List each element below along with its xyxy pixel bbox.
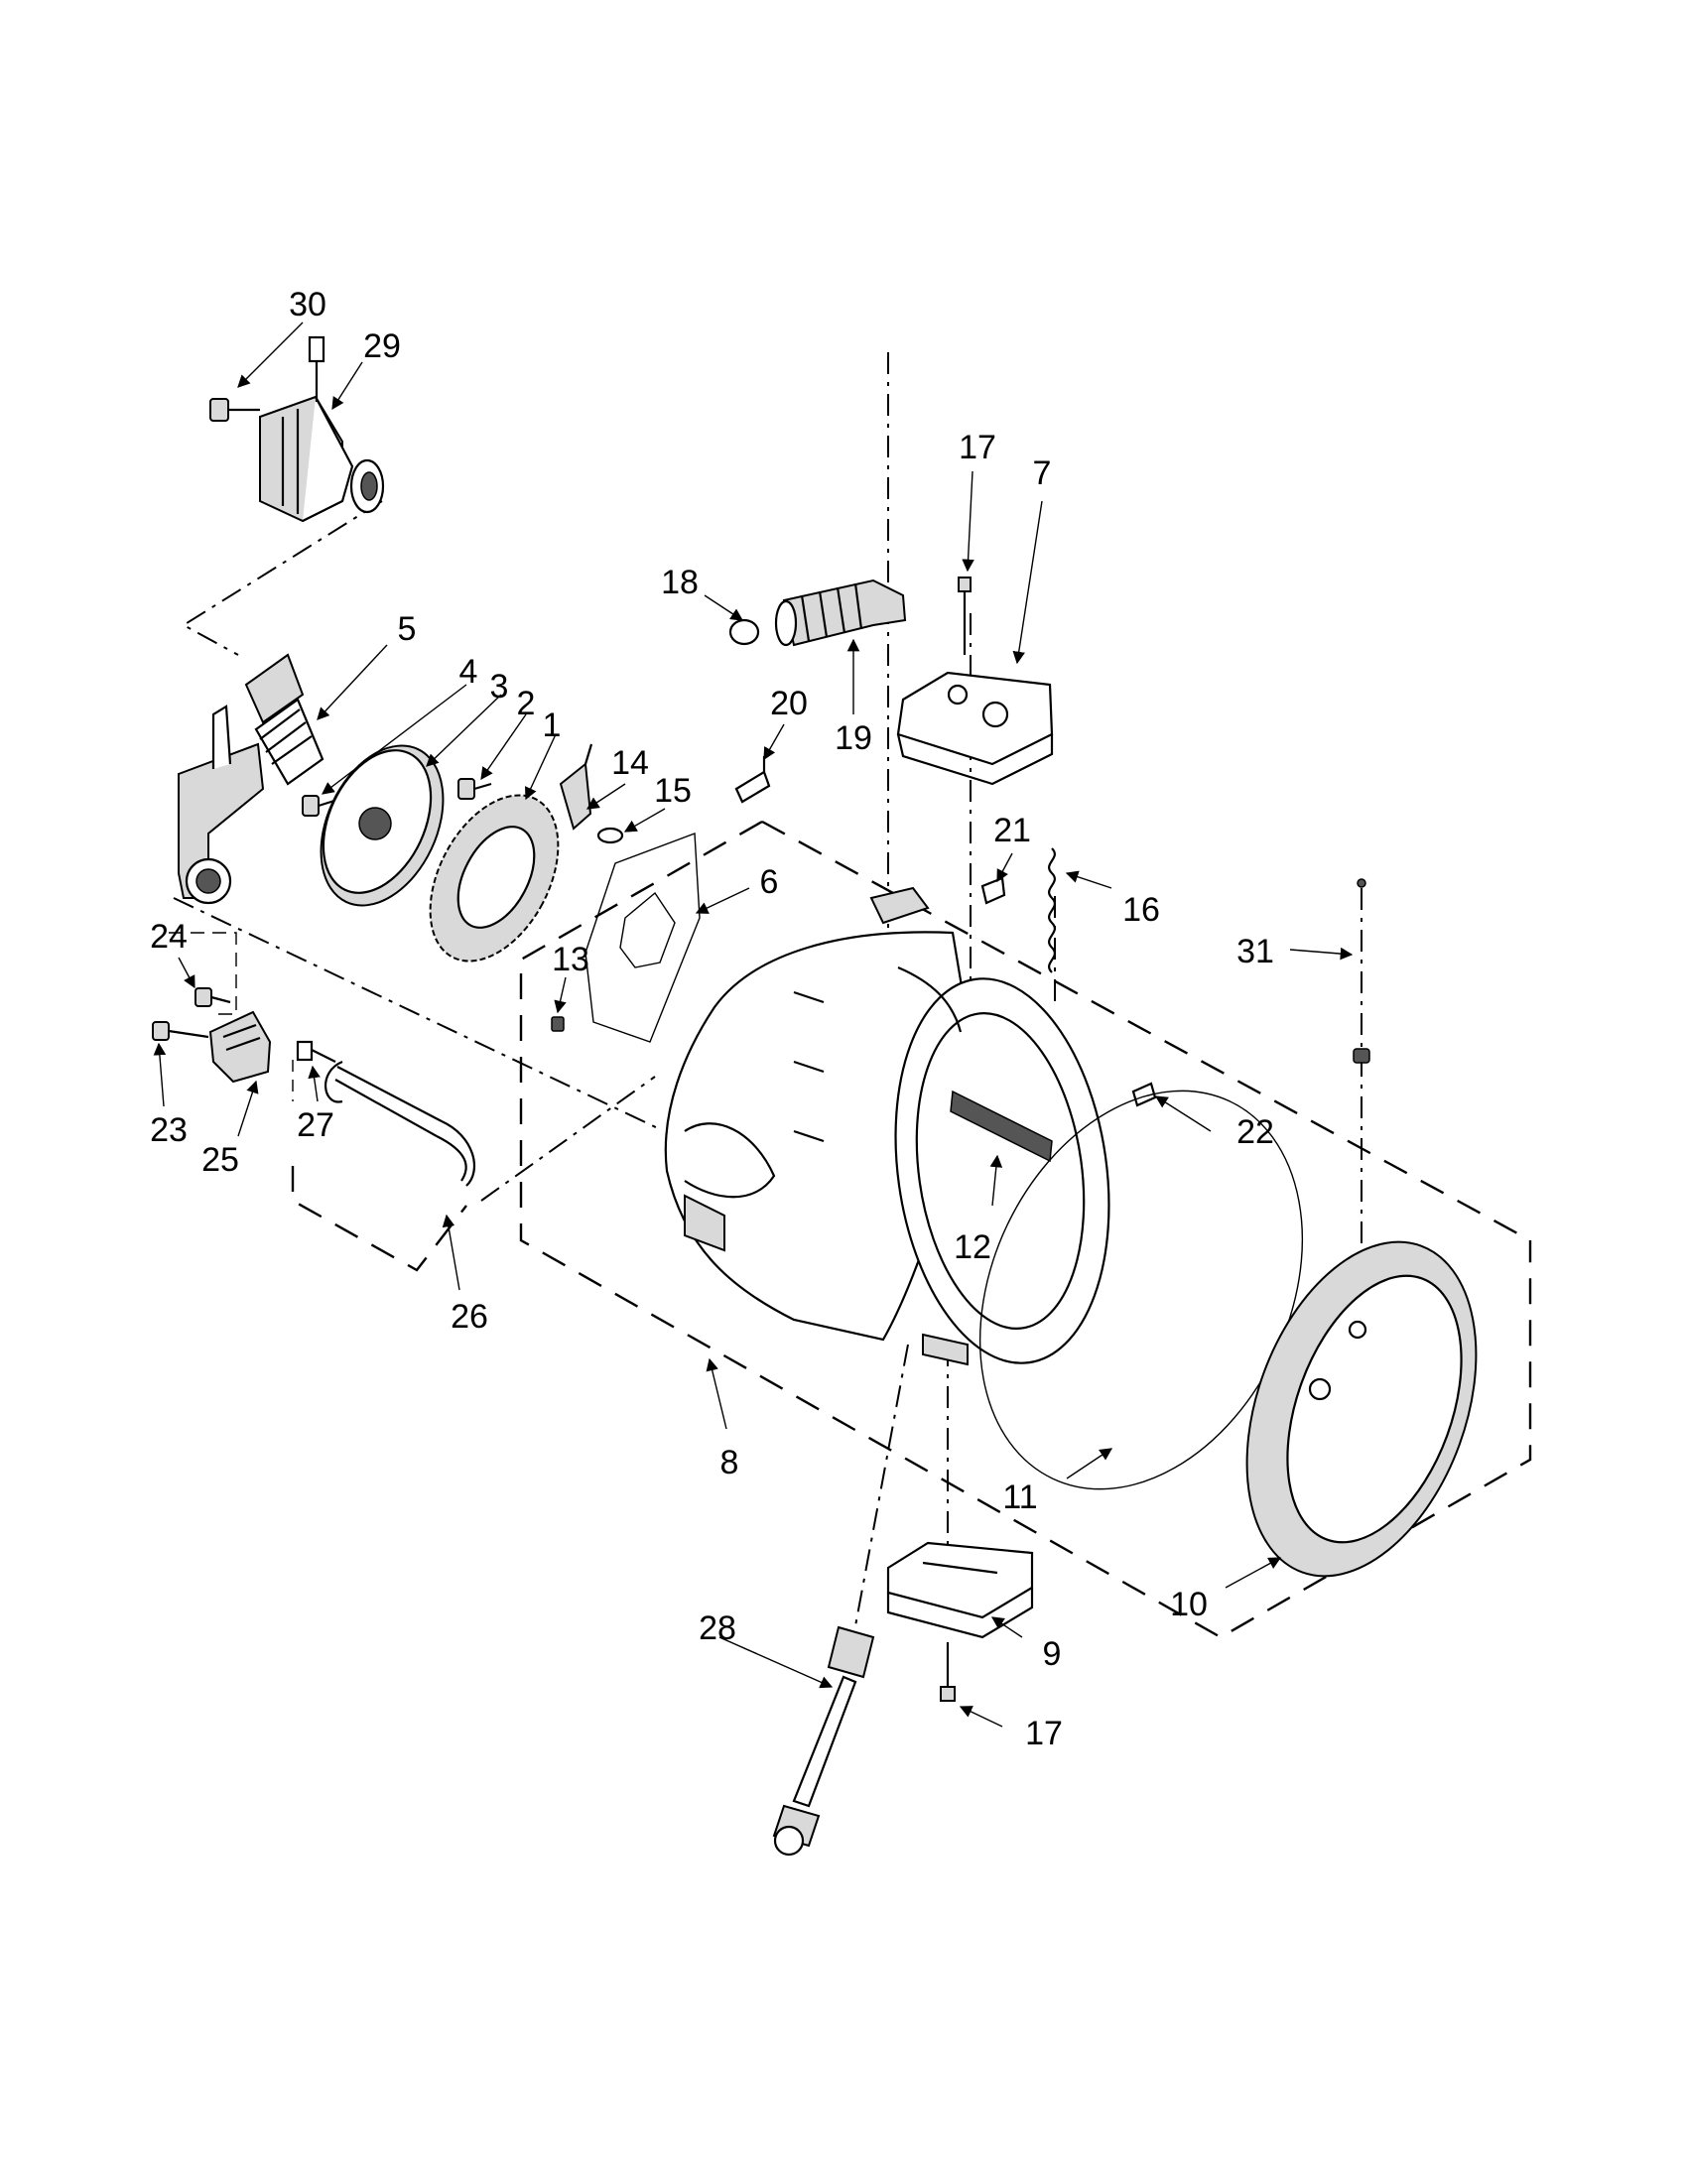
part-23-screw: [152, 1021, 209, 1041]
part-16-spring: [1048, 847, 1056, 973]
leader-arrows: [153, 321, 1354, 1728]
part-21-clip: [980, 876, 1006, 905]
part-5-drain-pump: [178, 653, 324, 905]
tub-assembly-dashed-outline: [519, 820, 1532, 1639]
callout-8: 8: [720, 1444, 739, 1481]
part-25-sensor-cover: [208, 1010, 272, 1084]
callout-5: 5: [398, 610, 417, 648]
callout-10: 10: [1170, 1586, 1208, 1623]
callout-14: 14: [611, 744, 649, 782]
callout-18: 18: [661, 564, 699, 601]
callout-23: 23: [150, 1111, 188, 1149]
part-1-stator: [429, 794, 560, 963]
callout-2: 2: [517, 685, 536, 722]
part-31-rod: [1353, 878, 1370, 1064]
part-6-rear-seal: [584, 833, 701, 1043]
part-8-outer-tub: [664, 886, 1110, 1366]
callout-22: 22: [1236, 1113, 1274, 1151]
callout-1: 1: [543, 707, 562, 744]
callout-4: 4: [459, 653, 478, 691]
part-14-sensor: [559, 743, 593, 831]
callout-15: 15: [654, 772, 692, 810]
part-7-top-counterweight: [896, 671, 1054, 786]
callout-17-top: 17: [959, 429, 996, 466]
callout-9: 9: [1043, 1635, 1062, 1673]
callout-16: 16: [1122, 891, 1160, 929]
callout-11: 11: [1002, 1478, 1037, 1516]
callout-6: 6: [760, 863, 779, 901]
callout-28: 28: [699, 1609, 736, 1647]
part-15-clip: [596, 827, 624, 844]
part-27-thermistor: [296, 1040, 336, 1063]
callout-7: 7: [1033, 454, 1052, 492]
callout-25: 25: [201, 1141, 239, 1179]
heater-dashed-outline: [291, 1166, 467, 1272]
part-17-bottom-bolt: [940, 1642, 956, 1702]
callout-31: 31: [1236, 933, 1274, 970]
callout-26: 26: [451, 1298, 488, 1336]
part-2-screw: [457, 778, 492, 800]
callout-29: 29: [363, 327, 401, 365]
callout-3: 3: [490, 668, 509, 706]
part-20-bracket: [734, 756, 771, 804]
callout-20: 20: [770, 685, 808, 722]
part-30-screw: [209, 398, 260, 422]
part-19-hose: [774, 578, 907, 647]
part-24-screw: [195, 987, 231, 1007]
part-3-rotor: [320, 744, 445, 907]
part-13-screw: [551, 1016, 565, 1032]
callout-21: 21: [993, 812, 1031, 849]
part-26-heater: [324, 1060, 475, 1187]
part-18-clamp: [728, 618, 760, 646]
callout-30: 30: [289, 286, 326, 323]
callout-labels: 1 2 3 4 5 6 7 8 9 10 11 12 13 14 15 16 1…: [150, 286, 1274, 1752]
callout-17-bottom: 17: [1025, 1715, 1063, 1752]
part-17-top-bolt: [958, 577, 972, 655]
part-28-damper: [772, 1625, 875, 1857]
callout-12: 12: [954, 1228, 991, 1266]
callout-24: 24: [150, 918, 188, 956]
screw-24-dashed-outline: [169, 932, 237, 1015]
part-10-tub-front: [1245, 1240, 1478, 1578]
part-9-bottom-counterweight: [886, 1541, 1034, 1639]
callout-27: 27: [297, 1106, 334, 1144]
callout-13: 13: [552, 941, 589, 978]
callout-19: 19: [835, 719, 872, 757]
part-29-housing: [259, 335, 385, 523]
